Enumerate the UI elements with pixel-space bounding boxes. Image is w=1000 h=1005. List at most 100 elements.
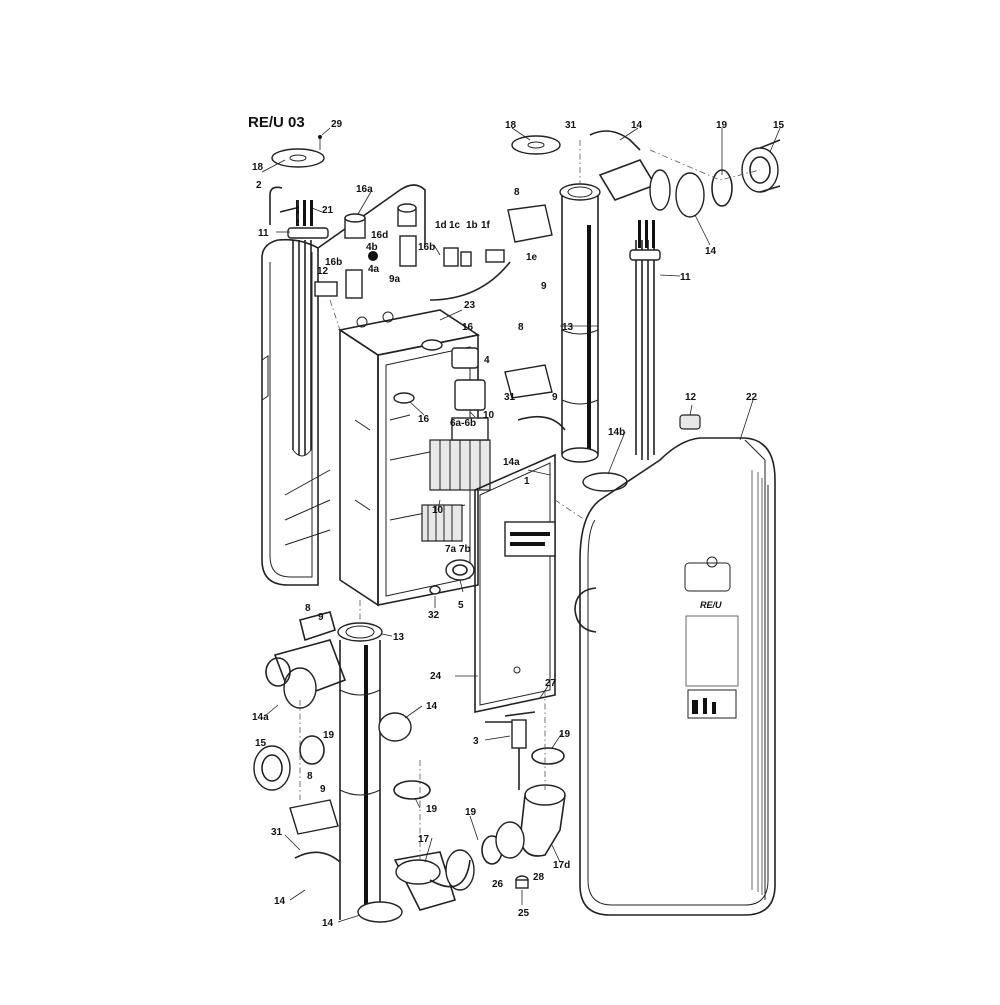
part-label: 29	[331, 119, 343, 130]
drain-plug-25	[515, 875, 529, 889]
part-label: 12	[317, 266, 329, 277]
elbow-top	[589, 130, 705, 218]
part-label: 26	[492, 879, 504, 890]
terminal-block-7	[421, 504, 463, 542]
part-label: 9	[552, 392, 558, 403]
part-label: 32	[428, 610, 440, 621]
cable-2	[269, 186, 283, 225]
clamp-8-lower	[289, 799, 341, 863]
part-label: 31	[504, 392, 516, 403]
part-label: 19	[323, 730, 335, 741]
leader-lines	[261, 127, 781, 923]
part-label: 9	[320, 784, 326, 795]
part-label: 14	[426, 701, 438, 712]
back-frame	[261, 184, 426, 586]
part-labels: 29 18 2 21 11 16a 16d 4b 16b 16b 4a 12 9…	[252, 119, 785, 929]
part-label: 13	[562, 322, 574, 333]
elbow-17	[393, 849, 475, 911]
display-panel-24	[474, 453, 556, 713]
part-label: 1	[524, 476, 530, 487]
part-label: 8	[518, 322, 524, 333]
part-label: 8	[514, 187, 520, 198]
part-label: 14	[274, 896, 286, 907]
part-label: 19	[426, 804, 438, 815]
part-label: 14a	[503, 457, 520, 468]
part-label: 9	[541, 281, 547, 292]
seal-19-lower	[393, 747, 565, 865]
part-label: 19	[559, 729, 571, 740]
part-label: 8	[305, 603, 311, 614]
part-label: 25	[518, 908, 530, 919]
part-label: 14	[322, 918, 334, 929]
part-label: 12	[685, 392, 697, 403]
plug-32	[429, 585, 441, 595]
heating-element-right	[629, 220, 661, 460]
part-label: 11	[680, 272, 691, 283]
part-label: 16a	[356, 184, 373, 195]
part-label: 16	[462, 322, 474, 333]
part-label: 4a	[368, 264, 380, 275]
part-label: 4b	[366, 242, 378, 253]
sensor-3	[485, 711, 536, 790]
part-label: 1d	[435, 220, 447, 231]
cover-brand-mark: RE/U	[700, 600, 722, 610]
part-label: 4	[484, 355, 490, 366]
pipe-13-upper	[559, 183, 601, 463]
part-label: 6a-6b	[450, 418, 476, 429]
clamp-8-upper	[504, 204, 566, 431]
part-label: 16b	[325, 257, 342, 268]
terminal-12-right	[679, 414, 701, 430]
coupling-14-lower	[357, 712, 412, 923]
part-label: 5	[458, 600, 464, 611]
part-label: 16b	[418, 242, 435, 253]
part-label: 7a 7b	[445, 544, 471, 555]
terminals-1	[314, 247, 511, 301]
grommets-16	[393, 339, 443, 404]
part-label: 16d	[371, 230, 388, 241]
part-label: 17	[418, 834, 430, 845]
part-label: 9a	[389, 274, 401, 285]
front-cover-22	[574, 437, 776, 916]
part-label: 1e	[526, 252, 538, 263]
part-label: 13	[393, 632, 405, 643]
part-label: 14	[705, 246, 717, 257]
flange-18-left	[271, 135, 325, 168]
part-label: 8	[307, 771, 313, 782]
seal-5	[445, 559, 475, 581]
part-label: 14	[631, 120, 643, 131]
part-label: 31	[565, 120, 577, 131]
part-label: 23	[464, 300, 476, 311]
elbow-lower-left	[265, 611, 347, 709]
part-label: 15	[773, 120, 785, 131]
part-label: 1b	[466, 220, 478, 231]
part-label: 3	[473, 736, 479, 747]
thermostat-6	[451, 347, 486, 411]
assembly-lines	[297, 140, 761, 860]
part-label: 28	[533, 872, 545, 883]
part-label: 10	[432, 505, 444, 516]
part-label: 31	[271, 827, 283, 838]
part-label: 17d	[553, 860, 570, 871]
part-label: 2	[256, 180, 262, 191]
part-label: 10	[483, 410, 495, 421]
part-label: 19	[716, 120, 728, 131]
contactor-group-10	[429, 417, 491, 491]
drawing-title: RE/U 03	[248, 114, 305, 131]
flange-18-top	[511, 135, 561, 155]
part-label: 14b	[608, 427, 625, 438]
part-label: 16	[418, 414, 430, 425]
part-label: 19	[465, 807, 477, 818]
part-label: 1f	[481, 220, 491, 231]
part-label: 14a	[252, 712, 269, 723]
part-label: 18	[505, 120, 517, 131]
clip-14b	[582, 472, 628, 492]
part-label: 24	[430, 671, 442, 682]
part-label: 15	[255, 738, 267, 749]
cable-glands-16a	[344, 203, 417, 299]
part-label: 27	[545, 678, 557, 689]
part-label: 22	[746, 392, 758, 403]
heating-element-left	[279, 200, 329, 457]
part-label: 1c	[449, 220, 461, 231]
pipe-13-lower	[337, 622, 383, 920]
